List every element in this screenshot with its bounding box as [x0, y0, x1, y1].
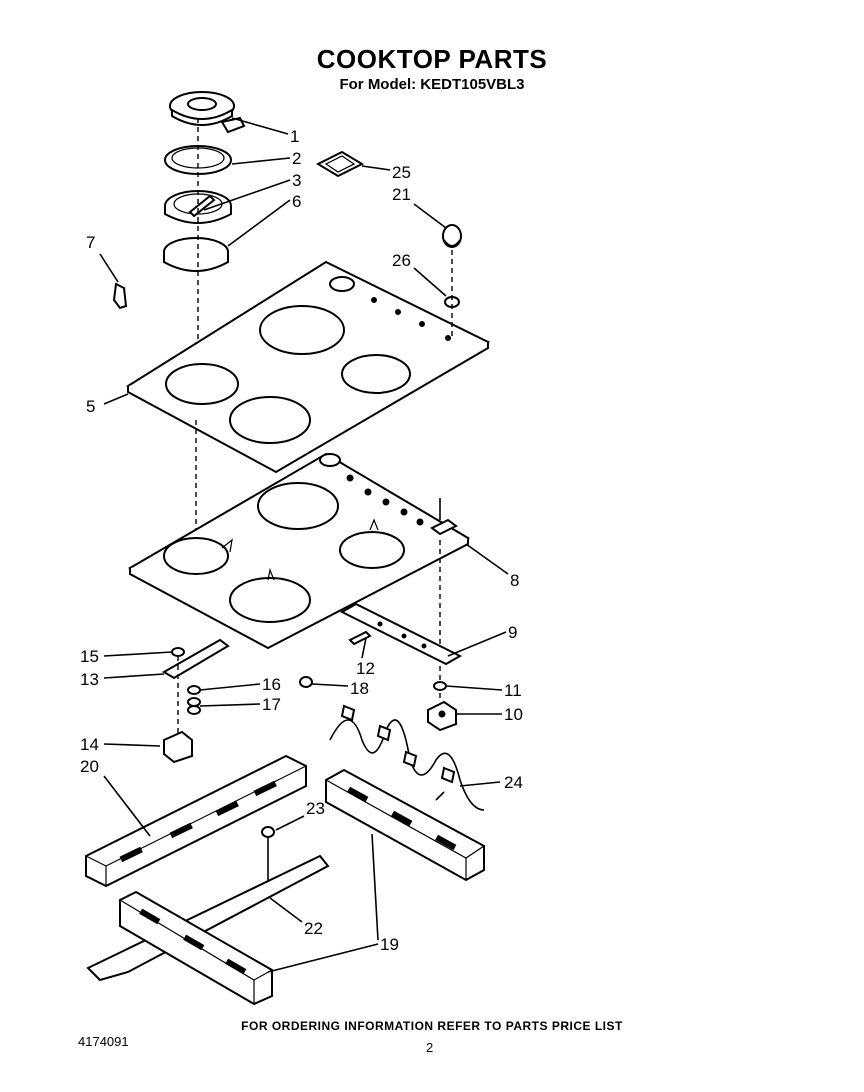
- bracket-part-9: [339, 602, 463, 666]
- callout-21: 21: [392, 185, 411, 204]
- channel-part-19-right: [325, 768, 485, 882]
- callout-2: 2: [292, 149, 301, 168]
- callout-22: 22: [304, 919, 323, 938]
- cooktop-top-part-5: [126, 260, 491, 474]
- leader-lines: [99, 117, 509, 973]
- washer-part-16: [187, 685, 201, 695]
- callout-26: 26: [392, 251, 411, 270]
- callout-15: 15: [80, 647, 99, 666]
- nut-part-15: [171, 647, 185, 657]
- model-subtitle: For Model: KEDT105VBL3: [339, 76, 525, 93]
- callout-10: 10: [504, 705, 523, 724]
- callout-23: 23: [306, 799, 325, 818]
- callout-5: 5: [86, 397, 95, 416]
- callout-14: 14: [80, 735, 99, 754]
- callout-6: 6: [292, 192, 301, 211]
- spring-part-17: [187, 697, 201, 715]
- page-number: 2: [426, 1040, 434, 1055]
- callout-8: 8: [510, 571, 519, 590]
- callout-3: 3: [292, 171, 301, 190]
- callout-12: 12: [356, 659, 375, 678]
- document-number: 4174091: [78, 1034, 129, 1049]
- surface-element-part-1: [169, 91, 246, 134]
- callout-25: 25: [392, 163, 411, 182]
- trim-ring-part-6: [163, 237, 229, 272]
- callout-13: 13: [80, 670, 99, 689]
- page-title: COOKTOP PARTS: [316, 44, 548, 74]
- callout-19: 19: [380, 935, 399, 954]
- plate-part-22: [86, 854, 330, 982]
- bracket-part-13: [162, 638, 230, 680]
- channel-part-19-left: [119, 890, 273, 1006]
- switch-part-10: [427, 700, 457, 732]
- callout-17: 17: [262, 695, 281, 714]
- drip-bowl-ring-part-2: [164, 145, 232, 175]
- knob-part-21: [442, 224, 462, 248]
- callout-18: 18: [350, 679, 369, 698]
- drip-bowl-part-3: [164, 190, 232, 224]
- callout-16: 16: [262, 675, 281, 694]
- callout-9: 9: [508, 623, 517, 642]
- grille-part-25: [315, 150, 365, 178]
- callout-24: 24: [504, 773, 523, 792]
- ordering-note: FOR ORDERING INFORMATION REFER TO PARTS …: [241, 1019, 623, 1033]
- clip-part-7: [112, 282, 128, 310]
- callout-1: 1: [290, 127, 299, 146]
- switch-part-14: [163, 730, 193, 764]
- channel-part-20: [85, 754, 307, 888]
- plug-part-18: [299, 676, 313, 688]
- main-top-part-8: [127, 452, 471, 650]
- wiring-harness-part-24: [329, 704, 485, 811]
- screw-part-12: [348, 630, 372, 646]
- washer-part-11: [433, 681, 447, 691]
- screw-part-23: [261, 826, 275, 838]
- callout-11: 11: [504, 681, 522, 700]
- callout-20: 20: [80, 757, 99, 776]
- callout-7: 7: [86, 233, 95, 252]
